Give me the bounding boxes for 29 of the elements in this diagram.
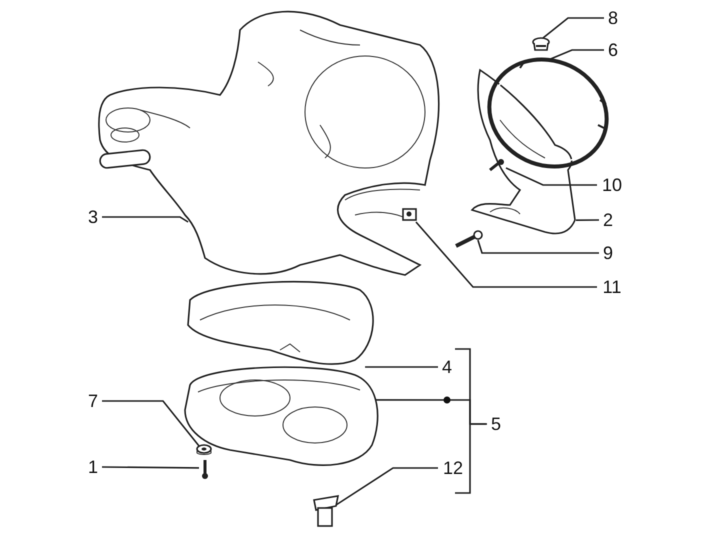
callout-number: 1 (84, 455, 102, 479)
callout-number: 2 (599, 208, 617, 232)
leader-line (477, 240, 599, 254)
leader-line (376, 399, 487, 425)
leader-line (102, 466, 199, 469)
leader-line (547, 49, 604, 61)
callout-number: 9 (599, 241, 617, 265)
washer-drawing (196, 444, 212, 455)
nut-drawing (402, 208, 418, 222)
callout-number: 12 (438, 456, 468, 480)
screw-drawing (199, 458, 211, 480)
callout-number: 4 (438, 355, 456, 379)
leader-line (542, 17, 604, 39)
callout-number: 11 (597, 275, 627, 299)
ring-drawing (485, 58, 610, 168)
callout-number: 6 (604, 38, 622, 62)
leader-line (102, 400, 200, 446)
callout-number: 5 (487, 412, 505, 436)
callout-number: 7 (84, 389, 102, 413)
screw-drawing (488, 158, 506, 172)
screw-drawing (452, 228, 484, 250)
leader-line (102, 216, 189, 223)
leader-line (576, 219, 599, 221)
leader-line (415, 221, 597, 288)
callout-number: 3 (84, 205, 102, 229)
callout-number: 8 (604, 6, 622, 30)
callout-number: 10 (597, 173, 627, 197)
leader-line (336, 467, 438, 506)
cap-drawing (532, 38, 550, 52)
